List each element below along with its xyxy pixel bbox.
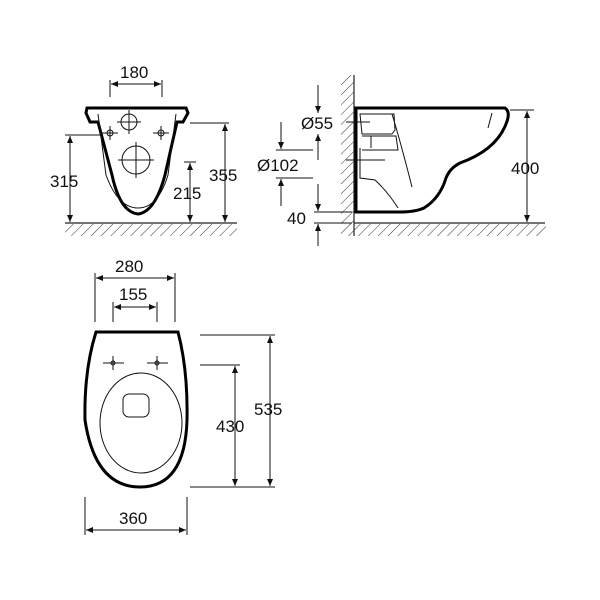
dim-400-label: 400 [511, 159, 539, 178]
wall-hatch [341, 75, 354, 225]
dim-430-label: 430 [216, 417, 244, 436]
dim-diameter-102-label: Ø102 [257, 156, 299, 175]
side-bowl-outline [354, 106, 510, 214]
dim-360-label: 360 [119, 509, 147, 528]
dim-215-label: 215 [173, 184, 201, 203]
flush-opening [122, 393, 150, 418]
dim-355-label: 355 [209, 166, 237, 185]
seat-inner-oval [99, 372, 183, 474]
dim-diameter-55-label: Ø55 [301, 114, 333, 133]
side-view: Ø55 Ø102 40 400 [257, 75, 546, 246]
seat-outline [83, 330, 189, 489]
dim-180-label: 180 [120, 63, 148, 82]
dim-155-label: 155 [119, 285, 147, 304]
floor-hatch [65, 224, 237, 236]
dim-315-label: 315 [50, 172, 78, 191]
dim-535-label: 535 [254, 400, 282, 419]
top-view: 280 155 535 430 360 [83, 257, 282, 535]
floor-hatch-side [341, 224, 546, 236]
dim-40-label: 40 [287, 209, 306, 228]
dim-280-label: 280 [115, 257, 143, 276]
front-bowl-outline [84, 106, 190, 216]
front-view: 180 315 215 355 [50, 63, 237, 236]
